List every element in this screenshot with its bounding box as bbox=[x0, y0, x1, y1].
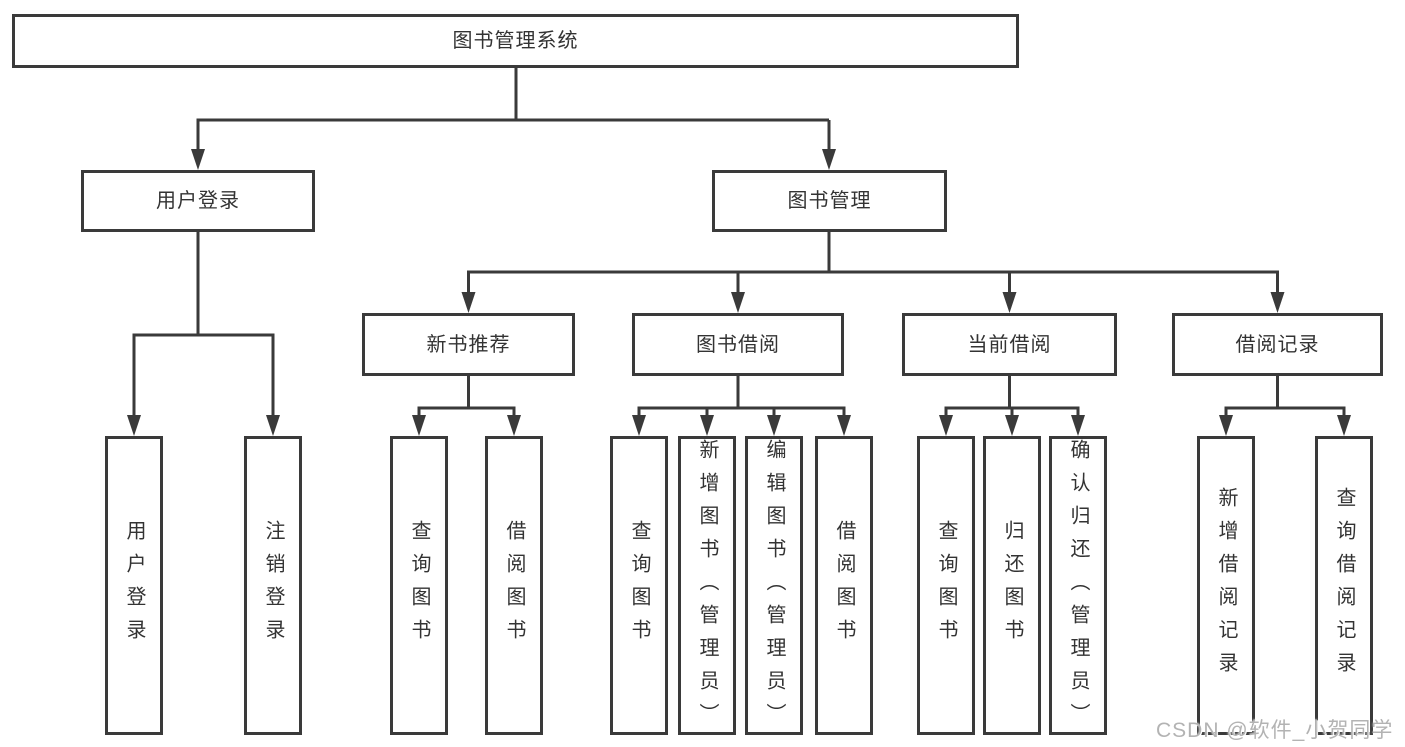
leaf-confirm-return-admin: 确认归还（管理员） bbox=[1049, 436, 1107, 736]
leaf-query-books-current: 查询图书 bbox=[917, 436, 975, 735]
leaf-borrow-books-recommend: 借阅图书 bbox=[485, 436, 543, 735]
leaf-query-borrow-record: 查询借阅记录 bbox=[1315, 436, 1373, 735]
leaf-return-book: 归还图书 bbox=[983, 436, 1041, 735]
node-root-library-system: 图书管理系统 bbox=[12, 14, 1019, 68]
leaf-add-borrow-record: 新增借阅记录 bbox=[1197, 436, 1255, 735]
node-user-login-branch: 用户登录 bbox=[81, 170, 315, 232]
node-new-book-recommend: 新书推荐 bbox=[362, 313, 575, 376]
leaf-query-books-recommend: 查询图书 bbox=[390, 436, 448, 735]
leaf-edit-book-admin: 编辑图书（管理员） bbox=[745, 436, 803, 736]
csdn-watermark: CSDN @软件_小贺同学 bbox=[1156, 719, 1394, 742]
leaf-logout: 注销登录 bbox=[244, 436, 302, 735]
node-current-borrow: 当前借阅 bbox=[902, 313, 1117, 376]
node-book-borrow: 图书借阅 bbox=[632, 313, 844, 376]
leaf-query-books-borrow: 查询图书 bbox=[610, 436, 668, 735]
node-book-management-branch: 图书管理 bbox=[712, 170, 947, 232]
leaf-user-login: 用户登录 bbox=[105, 436, 163, 735]
leaf-add-book-admin: 新增图书（管理员） bbox=[678, 436, 736, 736]
node-borrow-records: 借阅记录 bbox=[1172, 313, 1383, 376]
leaf-borrow-books: 借阅图书 bbox=[815, 436, 873, 735]
